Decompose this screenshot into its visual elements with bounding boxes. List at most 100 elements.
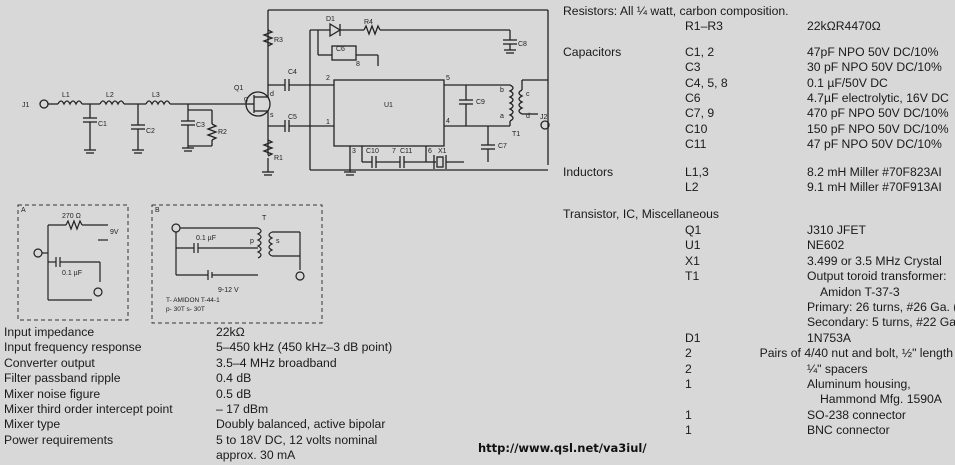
- r4-label: R4: [364, 19, 373, 26]
- spec-value: 0.5 dB: [216, 386, 252, 401]
- bom-ref: C6: [685, 91, 701, 106]
- inset-a-resistor-value: 270 Ω: [62, 213, 81, 220]
- bom-ref: L2: [685, 180, 699, 195]
- spec-value: 22kΩ: [216, 325, 245, 339]
- c8-label: C8: [518, 41, 527, 48]
- pin-s-label: s: [270, 112, 274, 119]
- spec-label: Input frequency response: [4, 340, 142, 355]
- bom-item: 1 SO-238 connector: [563, 408, 953, 423]
- bom-item: Q1 J310 JFET: [563, 223, 953, 238]
- bom-ref: L1,3: [685, 164, 709, 179]
- c6-capacitor-symbol: [331, 45, 357, 61]
- u1-pin-label: 3: [352, 148, 356, 155]
- bom-ref: 1: [685, 407, 692, 422]
- bom-desc: 4.7µF electrolytic, 16V DC: [807, 91, 949, 106]
- t1-detail-line: Amidon T-37-3: [820, 284, 900, 299]
- spec-value: 0.4 dB: [216, 371, 252, 386]
- l1-label: L1: [62, 92, 70, 99]
- inductors-heading: Inductors: [563, 164, 614, 179]
- u1-ic-box: [333, 79, 445, 147]
- spec-value: Doubly balanced, active bipolar: [216, 417, 386, 432]
- l3-label: L3: [152, 92, 160, 99]
- spec-label: Input impedance: [4, 325, 95, 339]
- bom-ref: C3: [685, 60, 701, 75]
- c3-label: C3: [196, 122, 205, 129]
- spec-label: Mixer third order intercept point: [4, 402, 173, 417]
- bom-desc: 1N753A: [807, 330, 852, 345]
- j1-connector-symbol: [39, 99, 49, 109]
- u1-pin-label: 1: [326, 119, 330, 126]
- u1-pin-label: 8: [356, 61, 360, 68]
- spec-row: approx. 30 mA: [4, 448, 474, 463]
- spec-value: – 17 dBm: [216, 402, 269, 417]
- bom-ref: R1–R3: [685, 19, 723, 34]
- bom-desc: 3.499 or 3.5 MHz Crystal: [807, 253, 942, 268]
- spec-label: Power requirements: [4, 432, 114, 447]
- inset-a: A 270 Ω 9V 0.1 µF: [17, 204, 129, 321]
- spec-label: Mixer noise figure: [4, 386, 101, 401]
- inset-b-note-2: p- 30T s- 30T: [166, 306, 205, 313]
- bom-item: Inductors L1,3 8.2 mH Miller #70F823AI: [563, 165, 953, 180]
- c11-label: C11: [400, 148, 412, 155]
- bom-ref: C11: [685, 137, 707, 152]
- spec-label: Converter output: [4, 355, 95, 370]
- u1-pin-label: 7: [392, 148, 396, 155]
- bom-ref: Q1: [685, 222, 702, 237]
- bom-desc: Aluminum housing,: [807, 376, 911, 391]
- capacitors-heading: Capacitors: [563, 44, 622, 59]
- bom-desc: 47pF NPO 50V DC/10%: [807, 44, 939, 59]
- r1-label: R1: [274, 155, 283, 162]
- bom-ref: 1: [685, 376, 692, 391]
- bom-desc: 470 pF NPO 50V DC/10%: [807, 106, 949, 121]
- t1-label: T1: [512, 131, 520, 138]
- spec-label: Mixer type: [4, 417, 61, 432]
- r4-resistor-symbol: [363, 24, 381, 36]
- j1-label: J1: [22, 102, 30, 109]
- spec-row: Mixer third order intercept point – 17 dB…: [4, 402, 474, 417]
- inset-b-transformer-label: T: [262, 215, 267, 222]
- bom-ref: T1: [685, 269, 700, 284]
- bom-desc: J310 JFET: [807, 222, 866, 237]
- bom-ref: D1: [685, 330, 701, 345]
- l2-inductor-symbol: [99, 100, 125, 106]
- spec-label: [4, 448, 216, 463]
- c7-label: C7: [498, 143, 507, 150]
- source-url[interactable]: http://www.qsl.net/va3iul/: [478, 441, 647, 455]
- t1-secondary-winding: [518, 89, 524, 115]
- l3-inductor-symbol: [145, 100, 171, 106]
- t1-pin-label: b: [500, 87, 504, 94]
- spec-row: Mixer type Doubly balanced, active bipola…: [4, 417, 474, 432]
- t1-detail-line: Secondary: 5 turns, #22 Ga. (red): [807, 315, 955, 330]
- bom-item: 1 BNC connector: [563, 423, 953, 438]
- bom-desc: SO-238 connector: [807, 407, 906, 422]
- bom-item: C6 4.7µF electrolytic, 16V DC: [563, 91, 953, 106]
- bom-desc: 8.2 mH Miller #70F823AI: [807, 164, 942, 179]
- bom-desc: Pairs of 4/40 nut and bolt, ½" length: [759, 346, 953, 361]
- q1-jfet-symbol: [245, 91, 271, 117]
- bom-desc: 30 pF NPO 50V DC/10%: [807, 60, 942, 75]
- u1-pin-label: 5: [446, 75, 450, 82]
- r2-resistor-symbol: [206, 123, 218, 141]
- t1-detail-line: Primary: 26 turns, #26 Ga. (black): [807, 299, 955, 314]
- bom-desc: ¼" spacers: [807, 361, 868, 376]
- u1-pin-label: 4: [446, 118, 450, 125]
- specifications-table: Input impedance 22kΩ Input frequency resp…: [4, 325, 474, 464]
- t1-pin-label: c: [526, 91, 530, 98]
- pin-g-label: g: [244, 96, 248, 103]
- u1-pin-label: 6: [428, 148, 432, 155]
- t1-primary-winding: [508, 84, 514, 122]
- d1-diode-symbol: [329, 22, 342, 38]
- inset-b-pin-s: s: [276, 238, 280, 245]
- bom-ref: 1: [685, 423, 692, 438]
- j2-connector-symbol: [540, 120, 550, 130]
- bom-ref: C1, 2: [685, 44, 715, 59]
- bom-desc: BNC connector: [807, 423, 890, 438]
- c9-label: C9: [476, 99, 485, 106]
- bom-desc: Output toroid transformer:: [807, 269, 947, 284]
